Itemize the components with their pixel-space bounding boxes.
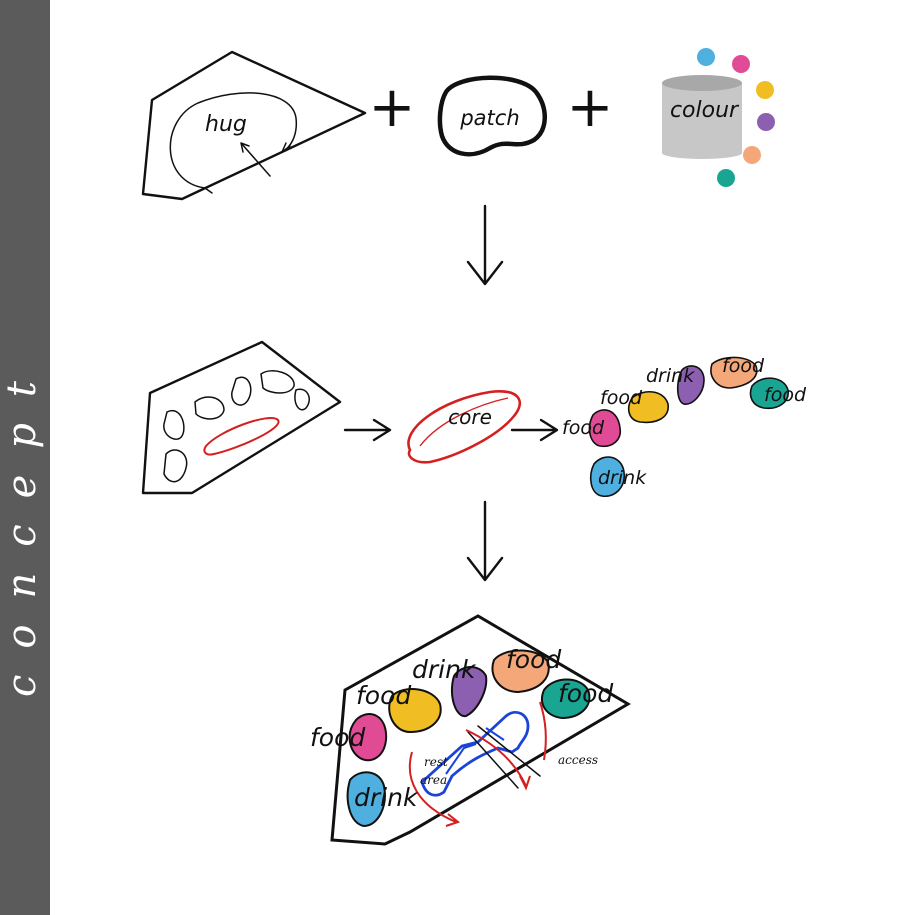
step2-label-1: food xyxy=(562,417,605,439)
site-outline-patches xyxy=(141,340,342,495)
colour-bucket: colour xyxy=(662,75,742,159)
patch-label: patch xyxy=(459,106,519,130)
step2-patches: food food drink food food drink xyxy=(562,355,807,497)
plus-sign-2: + xyxy=(567,75,614,140)
step3-label-2: food xyxy=(356,681,411,710)
arrow-right-2 xyxy=(510,418,559,442)
arrow-down-1 xyxy=(466,204,504,286)
step3-label-4: food xyxy=(506,645,561,674)
step2-patch-4 xyxy=(710,356,758,389)
sidebar-title: concept xyxy=(0,355,45,697)
step3-label-1: food xyxy=(310,723,365,752)
access-paths xyxy=(408,701,547,827)
colour-palette xyxy=(697,48,775,187)
step2-label-6: drink xyxy=(598,467,647,489)
core-shape: core xyxy=(407,390,521,464)
sidebar: concept xyxy=(0,0,50,915)
hug-shape: hug xyxy=(141,50,367,201)
core-label: core xyxy=(448,405,492,429)
palette-dot-blue xyxy=(697,48,715,66)
palette-dot-purple xyxy=(757,113,775,131)
palette-dot-teal xyxy=(717,169,735,187)
step2-label-2: food xyxy=(600,387,643,409)
step3-label-3: drink xyxy=(412,655,477,684)
step2-patch-5 xyxy=(749,377,789,410)
step3-patch-1 xyxy=(348,713,388,762)
palette-dot-yellow xyxy=(756,81,774,99)
palette-dot-pink xyxy=(732,55,750,73)
step3-patch-6 xyxy=(346,771,386,828)
access-label: access xyxy=(558,753,598,767)
step2-label-4: food xyxy=(722,355,765,377)
area-label: area xyxy=(420,773,447,787)
step3-patch-5 xyxy=(541,678,591,720)
step2-label-3: drink xyxy=(646,365,695,387)
step3-patch-2 xyxy=(388,688,442,734)
step2-patch-6 xyxy=(589,456,625,497)
step3-patch-4 xyxy=(491,649,550,694)
arrow-right-1 xyxy=(343,418,392,442)
step2-patch-1 xyxy=(588,409,622,448)
final-site-plan: food food drink food food drink rest are… xyxy=(310,614,631,846)
hug-label: hug xyxy=(205,112,247,137)
patch-shape: patch xyxy=(437,75,547,157)
rest-area-outline xyxy=(420,711,530,797)
step3-label-6: drink xyxy=(354,783,419,812)
palette-dot-peach xyxy=(743,146,761,164)
colour-label: colour xyxy=(670,98,740,123)
plus-sign-1: + xyxy=(369,75,416,140)
step2-patch-2 xyxy=(627,391,669,424)
step2-patch-3 xyxy=(676,365,705,405)
step3-label-5: food xyxy=(558,679,613,708)
step2-label-5: food xyxy=(764,384,807,406)
step3-patch-3 xyxy=(450,666,488,718)
arrow-down-2 xyxy=(466,500,504,582)
rest-label: rest xyxy=(424,755,448,769)
